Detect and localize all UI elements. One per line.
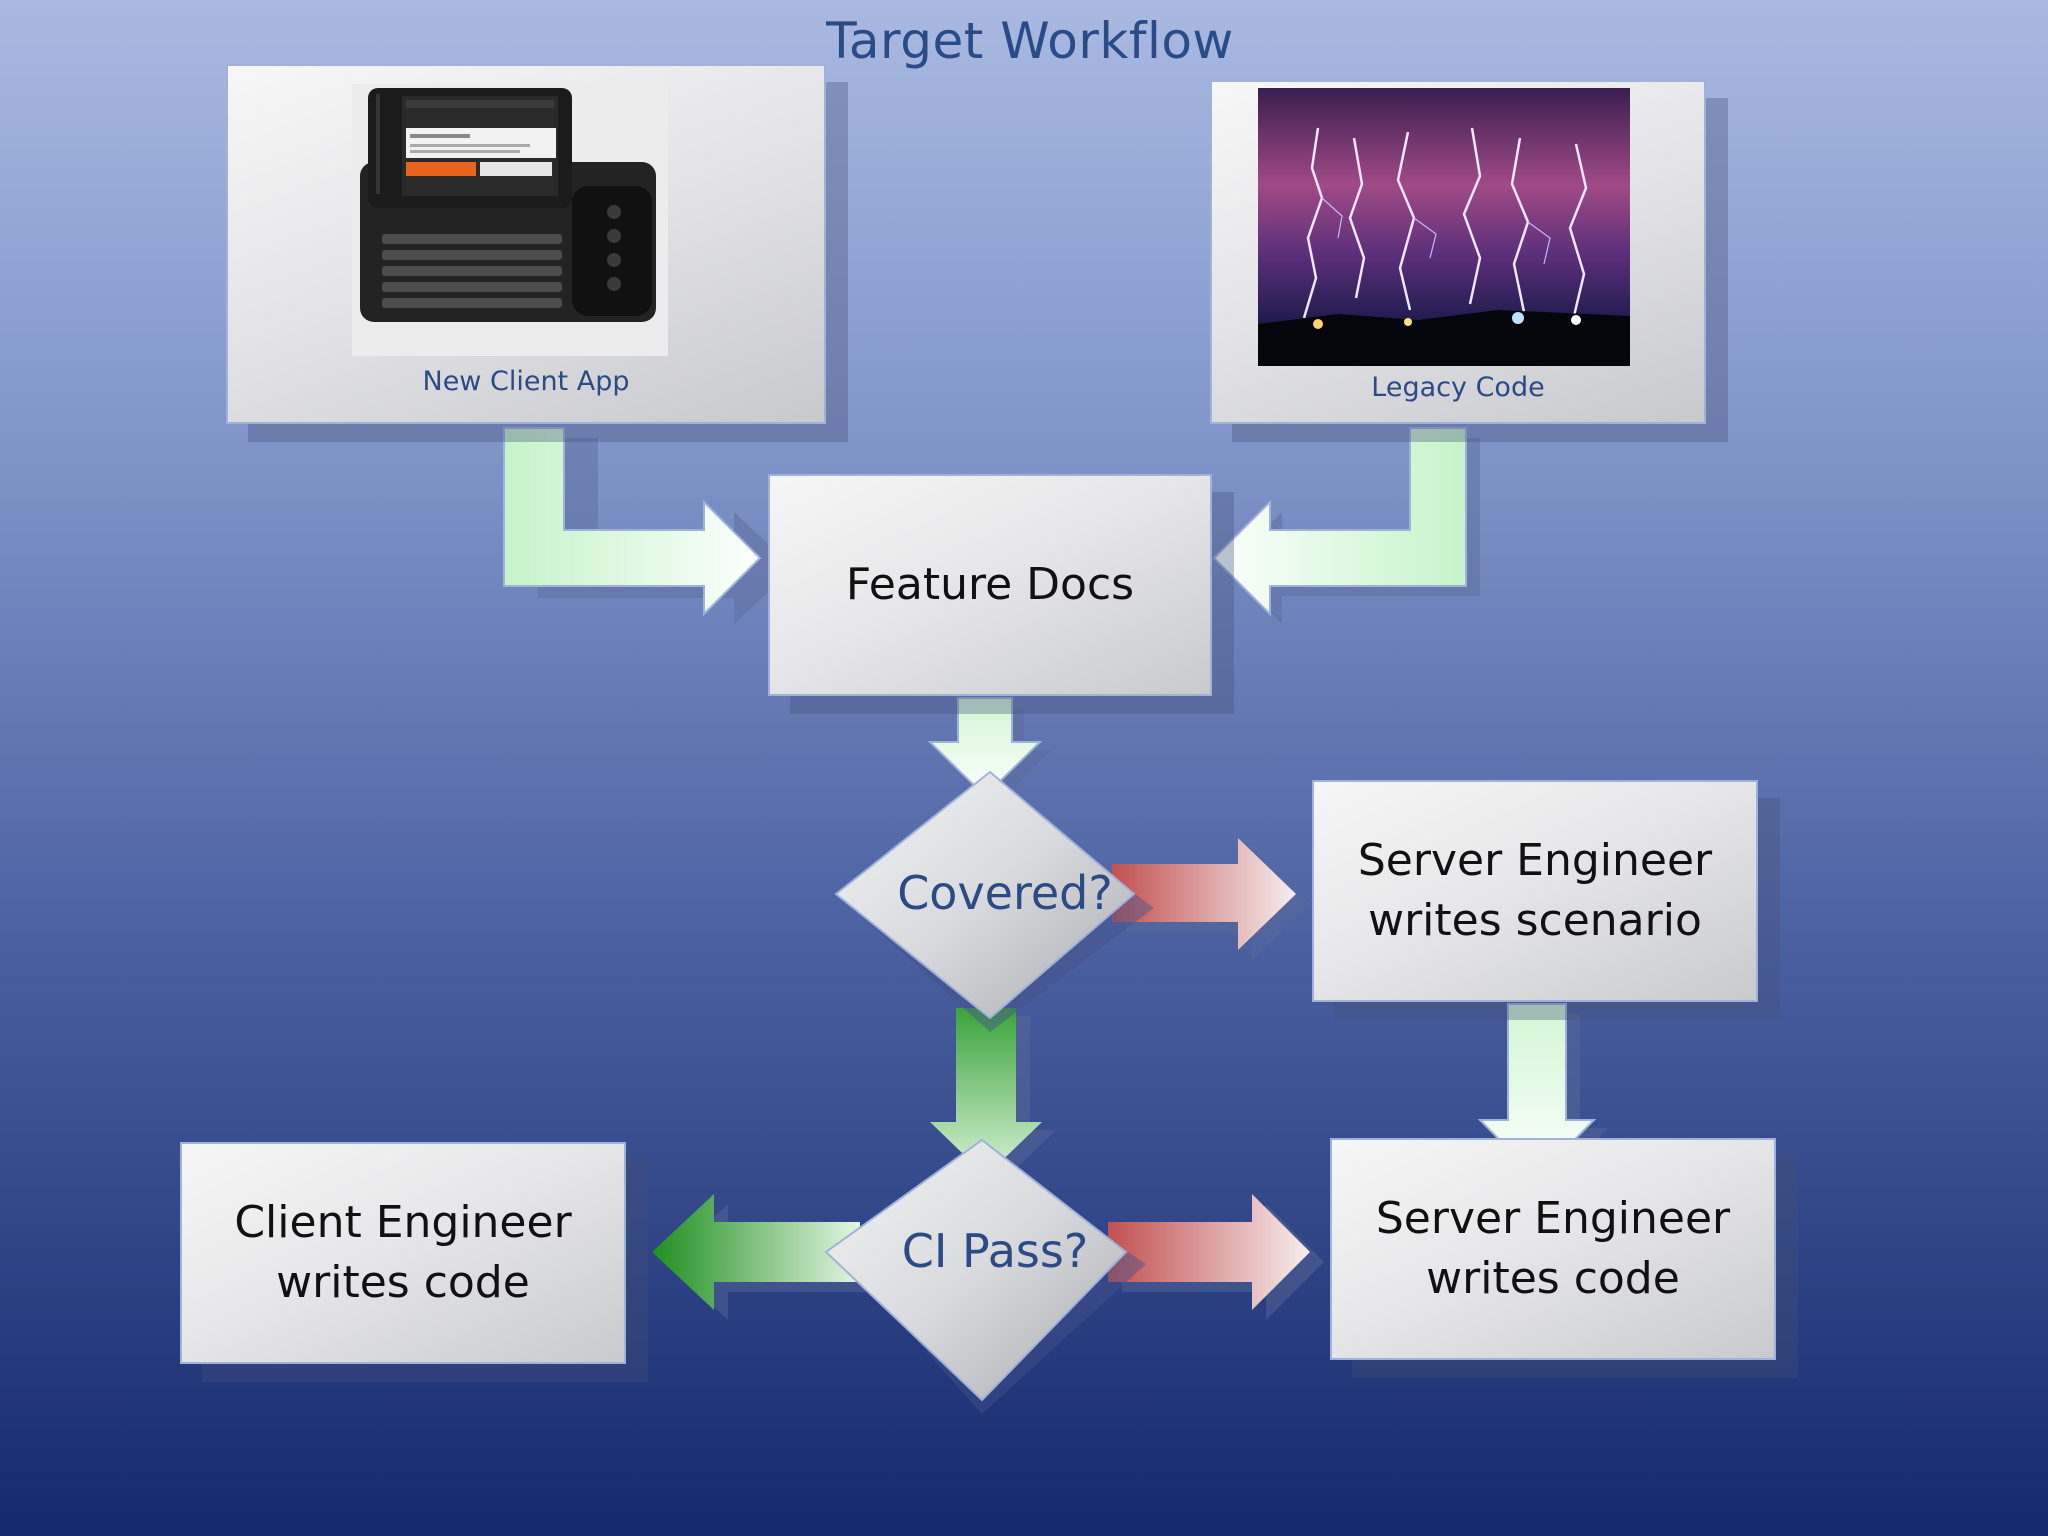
decision-ci-pass — [824, 1138, 1146, 1414]
label-server-scenario-line2: writes scenario — [1368, 895, 1702, 946]
phone-photo — [352, 84, 668, 356]
label-client-engineer-line2: writes code — [276, 1257, 530, 1308]
label-feature-docs: Feature Docs — [845, 559, 1135, 610]
label-covered: Covered? — [897, 866, 1113, 920]
label-ci-pass: CI Pass? — [901, 1224, 1089, 1278]
caption-new-client-app: New Client App — [422, 366, 630, 397]
node-server-engineer-writes-scenario: Server Engineer writes scenario — [1312, 780, 1758, 1002]
arrow-legacy-code-to-feature-docs — [1212, 427, 1480, 624]
decision-covered — [834, 770, 1154, 1032]
node-feature-docs: Feature Docs — [768, 474, 1212, 696]
node-client-engineer-writes-code: Client Engineer writes code — [180, 1142, 626, 1364]
node-new-client-app: New Client App — [226, 64, 826, 424]
node-server-engineer-writes-code: Server Engineer writes code — [1330, 1138, 1776, 1360]
arrow-covered-to-server-scenario — [1112, 838, 1310, 960]
label-server-code-line2: writes code — [1426, 1253, 1680, 1304]
arrow-ci-pass-to-client-engineer — [652, 1194, 874, 1320]
caption-legacy-code: Legacy Code — [1371, 372, 1545, 403]
arrow-covered-to-ci-pass — [930, 1008, 1056, 1184]
arrow-ci-pass-to-server-code — [1108, 1194, 1324, 1320]
label-server-code-line1: Server Engineer — [1375, 1193, 1731, 1244]
arrow-client-app-to-feature-docs — [503, 427, 794, 624]
slide-title: Target Workflow — [826, 12, 1234, 70]
arrow-feature-docs-to-covered — [927, 697, 1052, 804]
node-legacy-code: Legacy Code — [1210, 80, 1706, 424]
label-server-scenario-line1: Server Engineer — [1357, 835, 1713, 886]
label-client-engineer-line1: Client Engineer — [234, 1197, 572, 1248]
lightning-photo — [1258, 88, 1630, 366]
